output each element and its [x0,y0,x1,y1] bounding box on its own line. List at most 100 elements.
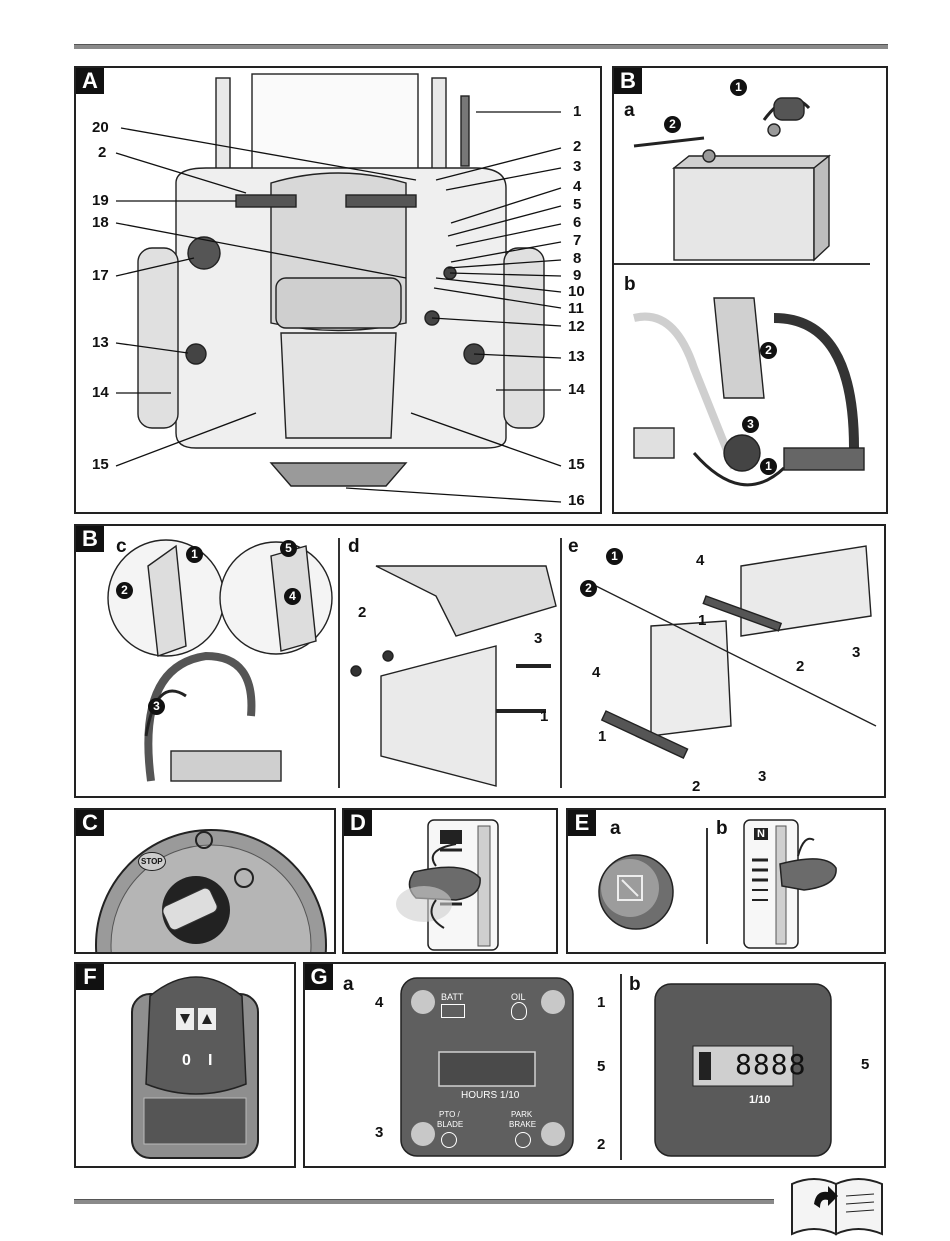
panel-F-tag: F [76,964,104,990]
callout-A-6: 6 [573,214,582,231]
callout-G-a-1: 1 [597,994,606,1011]
callout-A-8: 8 [573,250,582,267]
park-label-2: BRAKE [509,1120,537,1129]
panel-C: C STOP [74,808,336,954]
pto-off-label: 0 [182,1052,191,1069]
panel-B-bottom-tag: B [76,526,104,552]
mower-top-view [115,73,562,503]
hour-meter-digits: 8888 [735,1048,807,1081]
callout-A-7: 7 [573,232,582,249]
panel-G-divider [620,974,622,1160]
step-a-1: 1 [730,79,747,96]
panel-E-sub-a: a [610,818,621,839]
hour-meter-illustrations [400,977,832,1157]
step-e-1: 1 [606,548,623,565]
callout-A-18: 18 [92,214,109,231]
callout-d-2: 2 [358,604,367,621]
panel-B-top-sub-b: b [624,274,636,295]
callout-e-2-bottom: 2 [692,778,701,795]
panel-D: D [342,808,558,954]
panel-B-bottom: B c d e 1 2 3 4 5 2 [74,524,886,798]
step-c-5: 5 [280,540,297,557]
step-c-2: 2 [116,582,133,599]
callout-A-1: 1 [573,103,582,120]
callout-A-15-left: 15 [92,456,109,473]
top-rule [74,44,888,49]
divider-d-e [560,538,562,788]
pto-icon [441,1132,457,1148]
panel-G-sub-b: b [629,974,641,995]
step-c-4: 4 [284,588,301,605]
callout-A-9: 9 [573,267,582,284]
callout-A-14-left: 14 [92,384,109,401]
neutral-mark: N [754,828,768,840]
panel-A: A [74,66,602,514]
callout-A-5: 5 [573,196,582,213]
panel-A-tag: A [76,68,104,94]
callout-G-a-4: 4 [375,994,384,1011]
step-a-2: 2 [664,116,681,133]
callout-e-1-top: 1 [698,612,707,629]
hours-label: HOURS 1/10 [461,1090,520,1101]
panel-B-top-tag: B [614,68,642,94]
callout-A-20: 20 [92,119,109,136]
callout-A-4: 4 [573,178,582,195]
battery-illustration [633,97,865,487]
callout-A-15-right: 15 [568,456,585,473]
callout-A-2-right: 2 [573,138,582,155]
panel-D-tag: D [344,810,372,836]
battery-icon [441,1004,465,1018]
callout-A-3: 3 [573,158,582,175]
callout-A-19: 19 [92,192,109,209]
panel-G-tag: G [305,964,333,990]
callout-A-17: 17 [92,267,109,284]
panel-C-tag: C [76,810,104,836]
panel-E-tag: E [568,810,596,836]
manual-book-icon[interactable] [786,1170,890,1240]
pto-switch [131,976,259,1159]
callout-G-a-3: 3 [375,1124,384,1141]
callout-d-3: 3 [534,630,543,647]
panel-F: F 0 I [74,962,296,1168]
step-b-1: 1 [760,458,777,475]
park-brake-icon [515,1132,531,1148]
panel-B-top-divider [614,263,870,265]
callout-d-1: 1 [540,708,549,725]
callout-e-3-top: 3 [852,644,861,661]
callout-e-4-top: 4 [696,552,705,569]
tenths-label: 1/10 [749,1094,771,1106]
panel-E-sub-b: b [716,818,728,839]
panel-B-top-sub-a: a [624,100,635,121]
callout-G-b-5: 5 [861,1056,870,1073]
panel-E: E a b N [566,808,886,954]
batt-label: BATT [441,992,464,1002]
pto-label: PTO / [439,1110,460,1119]
bottom-rule [74,1199,774,1204]
park-label: PARK [511,1110,533,1119]
seat-and-deck-illustrations [107,539,877,787]
stop-label: STOP [138,852,166,871]
panel-E-divider [706,828,708,944]
throttle-lever [396,819,499,951]
callout-A-13-right: 13 [568,348,585,365]
callout-A-14-right: 14 [568,381,585,398]
callout-A-10: 10 [568,283,585,300]
callout-e-2-top: 2 [796,658,805,675]
panel-B-sub-c: c [116,536,127,557]
step-c-3: 3 [148,698,165,715]
oil-can-icon [511,1002,527,1020]
callout-e-4-bottom: 4 [592,664,601,681]
panel-B-sub-d: d [348,536,360,557]
callout-A-12: 12 [568,318,585,335]
callout-G-a-2: 2 [597,1136,606,1153]
panel-B-top: B a b 1 2 1 2 3 [612,66,888,514]
pto-label-2: BLADE [437,1120,464,1129]
callout-A-11: 11 [568,300,584,317]
callout-A-16: 16 [568,492,585,509]
callout-e-3-bottom: 3 [758,768,767,785]
callout-A-13-left: 13 [92,334,109,351]
callout-A-2-left: 2 [98,144,107,161]
callout-e-1-bottom: 1 [598,728,607,745]
pto-on-label: I [208,1052,213,1069]
step-b-3: 3 [742,416,759,433]
